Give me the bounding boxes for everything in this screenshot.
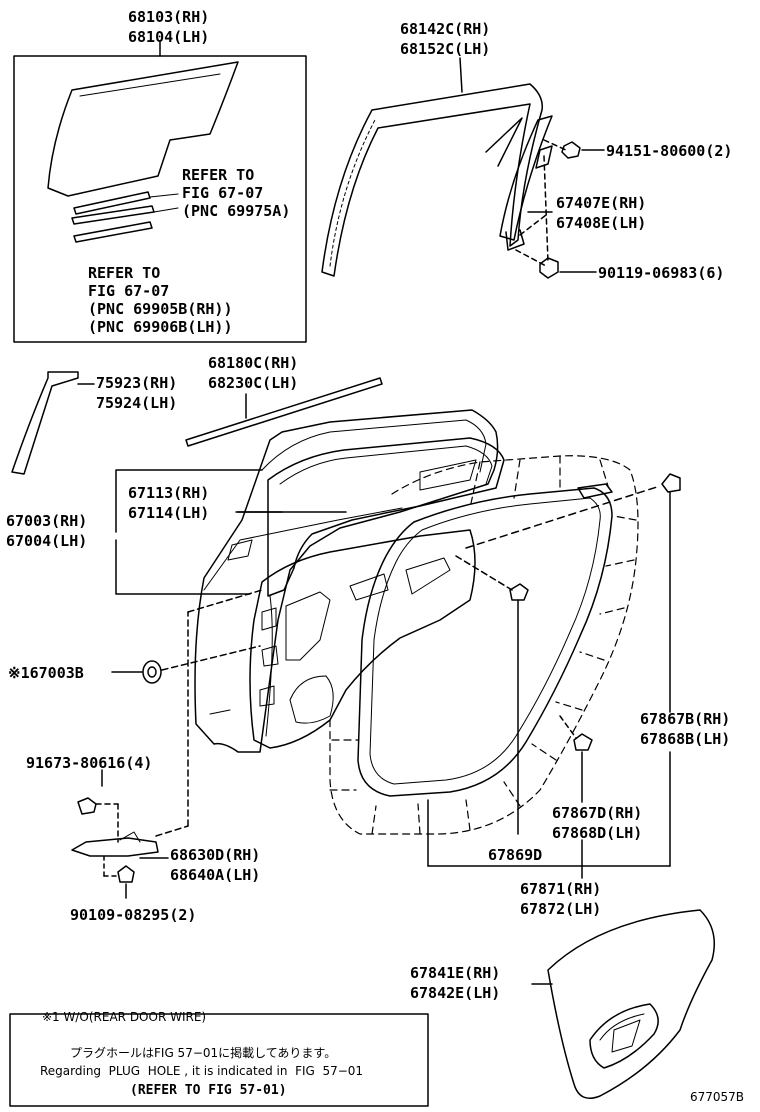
note-refer: (REFER TO FIG 57-01) — [130, 1083, 287, 1098]
label-screw-90119: 90119-06983(6) — [598, 264, 725, 282]
label-screw-94151: 94151-80600(2) — [606, 142, 733, 160]
label-glass-lh: 68104(LH) — [128, 28, 210, 46]
label-glass-rh: 68103(RH) — [128, 8, 210, 26]
plug-number: 67003B — [29, 664, 84, 682]
plug-mark: ※1 — [8, 664, 30, 682]
figure-id: 677057B — [690, 1090, 745, 1104]
door-weatherstrip-part — [267, 437, 505, 597]
weatherstrip-bracket — [427, 751, 671, 879]
label-bolt-91673: 91673-80616(4) — [26, 754, 153, 772]
label-door-panel-lh: 67004(LH) — [6, 532, 88, 550]
label-run-channel-rh: 68142C(RH) — [400, 20, 491, 38]
plug-part — [111, 645, 261, 684]
hinge-assembly — [71, 589, 263, 899]
label-weatherstrip-d-lh: 67868D(LH) — [552, 824, 643, 842]
glass-highlight — [79, 73, 221, 97]
service-hole-cover-part — [531, 909, 715, 1099]
label-refer-a-1: REFER TO — [182, 166, 255, 184]
label-garnish-rh: 75923(RH) — [96, 374, 178, 392]
label-run-channel-lh: 68152C(LH) — [400, 40, 491, 58]
label-weatherstrip-main-lh: 67872(LH) — [520, 900, 602, 918]
label-refer-b-3: (PNC 69905B(RH)) — [88, 300, 233, 318]
label-belt-lh: 68230C(LH) — [208, 374, 299, 392]
label-hinge-rh: 68630D(RH) — [170, 846, 261, 864]
door-panel-part — [194, 409, 499, 753]
door-label-brackets — [115, 469, 347, 595]
label-sash-rh: 67407E(RH) — [556, 194, 647, 212]
label-belt-rh: 68180C(RH) — [208, 354, 299, 372]
clip-67867d — [559, 715, 593, 803]
label-weatherstrip-clip: 67869D — [488, 846, 543, 864]
label-plug: ※167003B — [8, 664, 84, 682]
footnote: ※1 W/O(REAR DOOR WIRE) — [42, 1010, 207, 1024]
label-cover-rh: 67841E(RH) — [410, 964, 501, 982]
clip-67869d — [455, 555, 529, 835]
garnish-part — [11, 371, 95, 475]
label-weatherstrip-main-rh: 67871(RH) — [520, 880, 602, 898]
door-opening-weatherstrip — [357, 483, 613, 797]
label-refer-b-1: REFER TO — [88, 264, 161, 282]
label-door-weather-rh: 67113(RH) — [128, 484, 210, 502]
label-sash-lh: 67408E(LH) — [556, 214, 647, 232]
label-refer-a-2: FIG 67-07 — [182, 184, 264, 202]
screw-94151 — [561, 141, 605, 159]
label-garnish-lh: 75924(LH) — [96, 394, 178, 412]
note-frame — [9, 1013, 429, 1107]
label-refer-b-4: (PNC 69906B(LH)) — [88, 318, 233, 336]
label-weatherstrip-d-rh: 67867D(RH) — [552, 804, 643, 822]
inner-door-shell — [249, 529, 476, 749]
label-door-weather-lh: 67114(LH) — [128, 504, 210, 522]
belt-weatherstrip-part — [185, 377, 383, 447]
glass-run-strips — [71, 191, 179, 243]
label-weatherstrip-b-lh: 67868B(LH) — [640, 730, 731, 748]
label-bolt-90109: 90109-08295(2) — [70, 906, 197, 924]
label-refer-b-2: FIG 67-07 — [88, 282, 170, 300]
label-weatherstrip-b-rh: 67867B(RH) — [640, 710, 731, 728]
note-jp: プラグホールはFIG 57−01に掲載してあります。 — [70, 1046, 337, 1060]
run-channel-part — [321, 57, 543, 277]
clip-67867b — [465, 473, 681, 713]
screw-90119 — [539, 257, 597, 279]
label-refer-a-3: (PNC 69975A) — [182, 202, 291, 220]
label-cover-lh: 67842E(LH) — [410, 984, 501, 1002]
door-glass — [47, 61, 239, 197]
label-hinge-lh: 68640A(LH) — [170, 866, 261, 884]
label-door-panel-rh: 67003(RH) — [6, 512, 88, 530]
note-en: Regarding PLUG HOLE , it is indicated in… — [40, 1064, 364, 1078]
